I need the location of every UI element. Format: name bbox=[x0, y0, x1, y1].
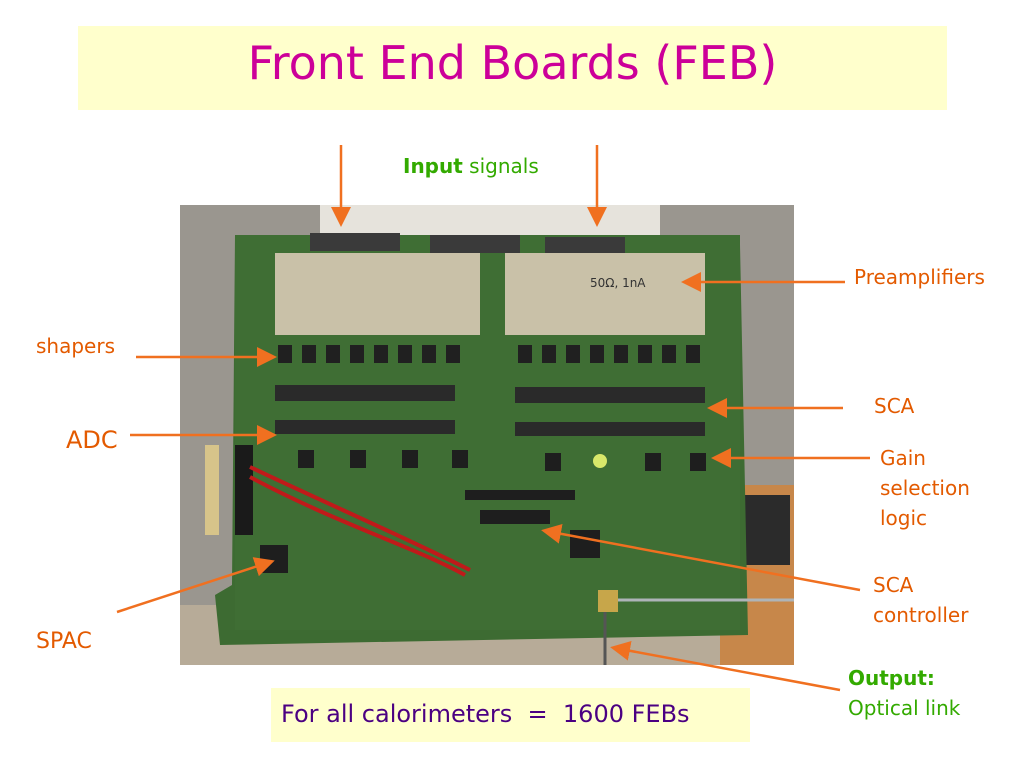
feb-board-photo: 50Ω, 1nA bbox=[180, 205, 794, 665]
sca-controller-line2: controller bbox=[873, 603, 969, 627]
gain-selection-label: Gain selection logic bbox=[880, 443, 970, 533]
sca-controller-line1: SCA bbox=[873, 573, 914, 597]
sca-controller-label: SCA controller bbox=[873, 570, 968, 630]
output-label: Output: Optical link bbox=[848, 663, 960, 723]
sca-label: SCA bbox=[874, 394, 915, 418]
output-bold: Output: bbox=[848, 666, 935, 690]
input-rest: signals bbox=[462, 154, 539, 178]
gain-line1: Gain bbox=[880, 446, 926, 470]
output-rest: Optical link bbox=[848, 696, 961, 720]
input-signals-label: Input signals bbox=[403, 154, 539, 178]
shapers-label: shapers bbox=[36, 334, 115, 358]
preamplifiers-label: Preamplifiers bbox=[854, 265, 985, 289]
board-illustration: 50Ω, 1nA bbox=[180, 205, 794, 665]
board-note: 50Ω, 1nA bbox=[590, 276, 646, 290]
footer-text: For all calorimeters = 1600 FEBs bbox=[281, 700, 690, 728]
input-bold: Input bbox=[403, 154, 463, 178]
title-box: Front End Boards (FEB) bbox=[78, 26, 947, 110]
gain-line3: logic bbox=[880, 506, 928, 530]
adc-label: ADC bbox=[66, 426, 118, 454]
spac-label: SPAC bbox=[36, 629, 92, 654]
footer-box: For all calorimeters = 1600 FEBs bbox=[271, 688, 750, 742]
gain-line2: selection bbox=[880, 476, 970, 500]
slide-title: Front End Boards (FEB) bbox=[247, 36, 778, 90]
